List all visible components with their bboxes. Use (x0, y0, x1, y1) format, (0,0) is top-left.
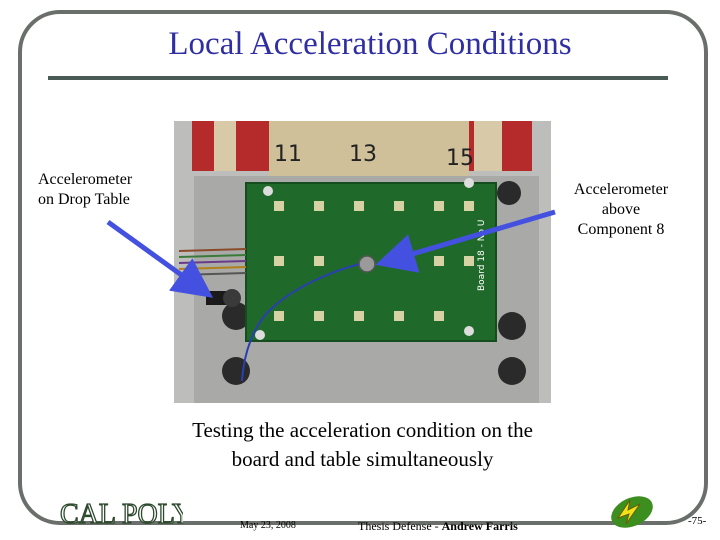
label-left-line1: Accelerometer (38, 171, 133, 188)
slide-title: Local Acceleration Conditions (168, 26, 572, 62)
caption-line2: board and table simultaneously (231, 447, 494, 471)
arrow-drop-table (106, 219, 214, 298)
logo-text: CAL POLY (60, 499, 183, 530)
label-accelerometer-component: Accelerometer above Component 8 (560, 180, 682, 240)
board-label: Board 18 - No U (477, 220, 487, 291)
slide-frame (18, 10, 708, 525)
test-setup-photo: 11 13 15 Board 18 - No U (174, 121, 551, 403)
photo-illustration: 11 13 15 Board 18 - No U (174, 121, 551, 403)
title-underline (48, 76, 668, 80)
label-left-line2: on Drop Table (38, 191, 130, 208)
photo-caption: Testing the acceleration condition on th… (150, 416, 575, 474)
label-right-line1: Accelerometer (573, 181, 669, 198)
label-accelerometer-drop-table: Accelerometer on Drop Table (38, 170, 132, 210)
label-right-line3: Component 8 (577, 221, 665, 238)
page-number: -75- (688, 515, 707, 527)
footer-author: Andrew Farris (441, 519, 518, 533)
photo-label-15: 15 (446, 146, 474, 171)
cal-poly-logo: CAL POLY (58, 496, 193, 535)
photo-label-13: 13 (349, 142, 377, 167)
footer-thesis-prefix: Thesis Defense - (358, 519, 442, 533)
photo-label-11: 11 (274, 142, 302, 167)
footer-date: May 23, 2008 (240, 520, 296, 531)
label-right-line2: above (601, 201, 641, 218)
footer-thesis: Thesis Defense - Andrew Farris (358, 519, 518, 534)
caption-line1: Testing the acceleration condition on th… (192, 418, 533, 442)
arrow-component (375, 209, 556, 273)
department-logo (604, 490, 660, 539)
